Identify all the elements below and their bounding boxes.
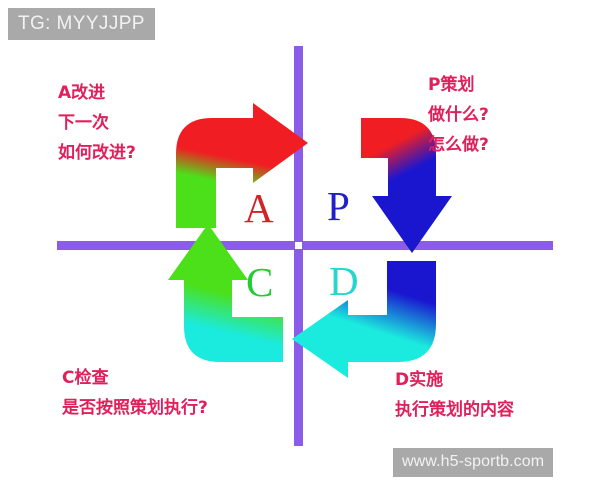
note-act-line3: 如何改进? <box>58 143 136 163</box>
note-plan: P策划 做什么? 怎么做? <box>428 70 489 160</box>
axis-center-marker <box>295 242 302 249</box>
site-watermark: www.h5-sportb.com <box>393 448 554 477</box>
note-do-title: D实施 <box>395 370 444 390</box>
note-do-line2: 执行策划的内容 <box>395 400 514 420</box>
quadrant-letter-a: A <box>244 185 274 231</box>
note-check-title: C检查 <box>62 368 109 388</box>
note-check-line2: 是否按照策划执行? <box>62 398 208 418</box>
quadrant-letter-c: C <box>246 259 274 305</box>
tag-watermark: TG: MYYJJPP <box>8 8 155 40</box>
note-act: A改进 下一次 如何改进? <box>58 78 136 168</box>
quadrant-letter-d: D <box>329 258 359 304</box>
note-plan-line3: 怎么做? <box>428 135 489 155</box>
note-act-line2: 下一次 <box>58 113 109 133</box>
arrow-a-to-p <box>176 103 308 228</box>
note-do: D实施 执行策划的内容 <box>395 365 514 425</box>
note-plan-title: P策划 <box>428 75 475 95</box>
horizontal-axis-line <box>57 241 553 250</box>
arrow-p-to-d <box>361 118 452 253</box>
note-plan-line2: 做什么? <box>428 105 489 125</box>
arrow-d-to-c <box>292 261 436 378</box>
note-act-title: A改进 <box>58 83 106 103</box>
quadrant-letter-p: P <box>327 183 350 229</box>
note-check: C检查 是否按照策划执行? <box>62 363 208 423</box>
arrow-c-to-a <box>168 224 283 362</box>
